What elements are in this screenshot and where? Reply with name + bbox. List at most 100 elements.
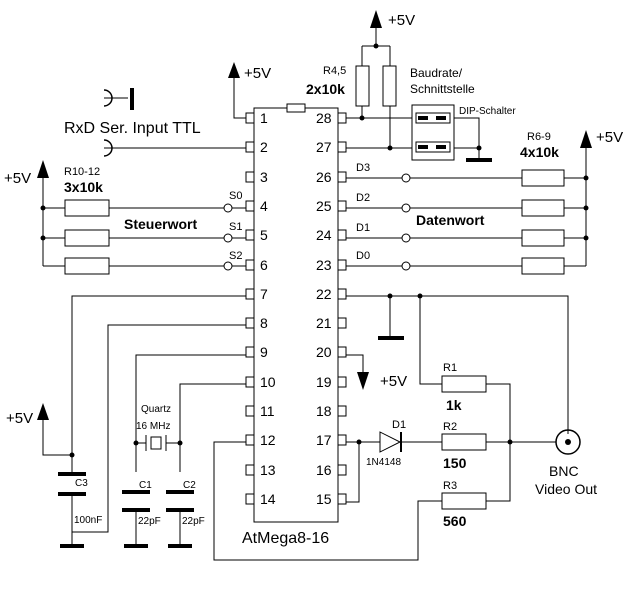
junctions (40, 43, 589, 458)
pin-number: 4 (260, 198, 268, 214)
vcc-arrow-top (370, 10, 382, 28)
resistor-r1 (441, 375, 487, 393)
resistor-r3 (441, 492, 487, 510)
pin-number: 1 (260, 110, 268, 126)
pin-number: 21 (316, 315, 332, 331)
vcc-arrow-pin1 (228, 62, 240, 78)
pin-stub (245, 493, 255, 505)
schnittstelle-label: Schnittstelle (410, 82, 475, 96)
chip-name: AtMega8-16 (242, 530, 329, 547)
pin-stub (245, 464, 255, 476)
pin-number: 19 (316, 374, 332, 390)
vcc-arrows (37, 10, 592, 420)
quartz-crystal (145, 435, 167, 451)
diode-ref: D1 (392, 419, 406, 431)
vcc-arrow-pin20 (357, 372, 369, 390)
pin-number: 13 (260, 462, 276, 478)
datenwort-label: Datenwort (416, 212, 485, 228)
r45-value: 2x10k (306, 81, 345, 97)
rxd-input-jack (103, 88, 134, 157)
capacitor-c1 (122, 490, 150, 512)
r69-ref: R6-9 (527, 131, 551, 143)
pin-stub (337, 171, 347, 183)
ground-symbols (60, 158, 492, 548)
capacitors (58, 472, 194, 516)
s0-label: S0 (229, 190, 242, 202)
pin-stub (337, 434, 347, 446)
pin-number: 28 (316, 110, 332, 126)
vcc-arrow-c3 (37, 403, 49, 420)
pin-stub (337, 464, 347, 476)
diode-d1 (379, 431, 412, 453)
pin-number: 18 (316, 403, 332, 419)
pin-number: 22 (316, 286, 332, 302)
pin-number: 26 (316, 169, 332, 185)
pin-number: 12 (260, 432, 276, 448)
pin-stub (245, 346, 255, 358)
c3-ref: C3 (75, 478, 88, 489)
pin-stub (245, 200, 255, 212)
r2-value: 150 (443, 455, 467, 471)
vcc-label-c3: +5V (6, 410, 33, 427)
r3-ref: R3 (443, 480, 457, 492)
s1-label: S1 (229, 221, 242, 233)
resistor-r2 (441, 433, 487, 451)
d0-label: D0 (356, 250, 370, 262)
dip-switch (411, 104, 455, 161)
vcc-arrow-right (580, 130, 592, 148)
c1-ref: C1 (139, 480, 152, 491)
pin-stub (245, 288, 255, 300)
video-out-label: Video Out (535, 481, 597, 497)
resistor-r7 (521, 199, 565, 217)
r1-value: 1k (446, 397, 462, 413)
resistor-r9 (521, 257, 565, 275)
c3-value: 100nF (74, 515, 102, 526)
open-contacts (223, 173, 411, 271)
pin-number: 2 (260, 139, 268, 155)
pin-number: 25 (316, 198, 332, 214)
pin-stub (245, 317, 255, 329)
labels: +5V +5V +5V +5V +5V +5V RxD Ser. Input T… (4, 12, 623, 529)
quartz-freq: 16 MHz (136, 421, 170, 432)
pin-stub (337, 288, 347, 300)
vcc-label-left: +5V (4, 170, 31, 187)
pin-stub (337, 493, 347, 505)
r45-ref: R4,5 (323, 65, 346, 77)
capacitor-c2 (166, 490, 194, 512)
resistor-r4 (355, 65, 370, 107)
bnc-connector (555, 429, 581, 455)
d2-label: D2 (356, 192, 370, 204)
pin-number: 11 (260, 403, 275, 419)
c2-value: 22pF (182, 516, 205, 527)
steuerwort-label: Steuerwort (124, 216, 197, 232)
pin-stub (245, 229, 255, 241)
s2-label: S2 (229, 250, 242, 262)
pin-number: 7 (260, 286, 268, 302)
pin-number: 27 (316, 139, 332, 155)
pin-stub (337, 229, 347, 241)
resistor-r11 (64, 229, 110, 247)
pin-stub (337, 317, 347, 329)
baudrate-label: Baudrate/ (410, 66, 463, 80)
pin-stub (337, 200, 347, 212)
rxd-input-label: RxD Ser. Input TTL (64, 120, 201, 137)
vcc-label-pin1: +5V (244, 65, 271, 82)
pin-number: 16 (316, 462, 332, 478)
resistor-r12 (64, 257, 110, 275)
r1012-value: 3x10k (64, 179, 103, 195)
bnc-label: BNC (549, 463, 579, 479)
pin-number: 8 (260, 315, 268, 331)
pin-number: 14 (260, 491, 276, 507)
r1-ref: R1 (443, 362, 457, 374)
d3-label: D3 (356, 162, 370, 174)
vcc-label-top: +5V (388, 12, 415, 29)
pin-stub (245, 141, 255, 153)
resistor-r6 (521, 169, 565, 187)
pin-stub (337, 346, 347, 358)
pin-number: 5 (260, 227, 268, 243)
vcc-label-pin20: +5V (380, 373, 407, 390)
resistor-r5 (382, 65, 397, 107)
